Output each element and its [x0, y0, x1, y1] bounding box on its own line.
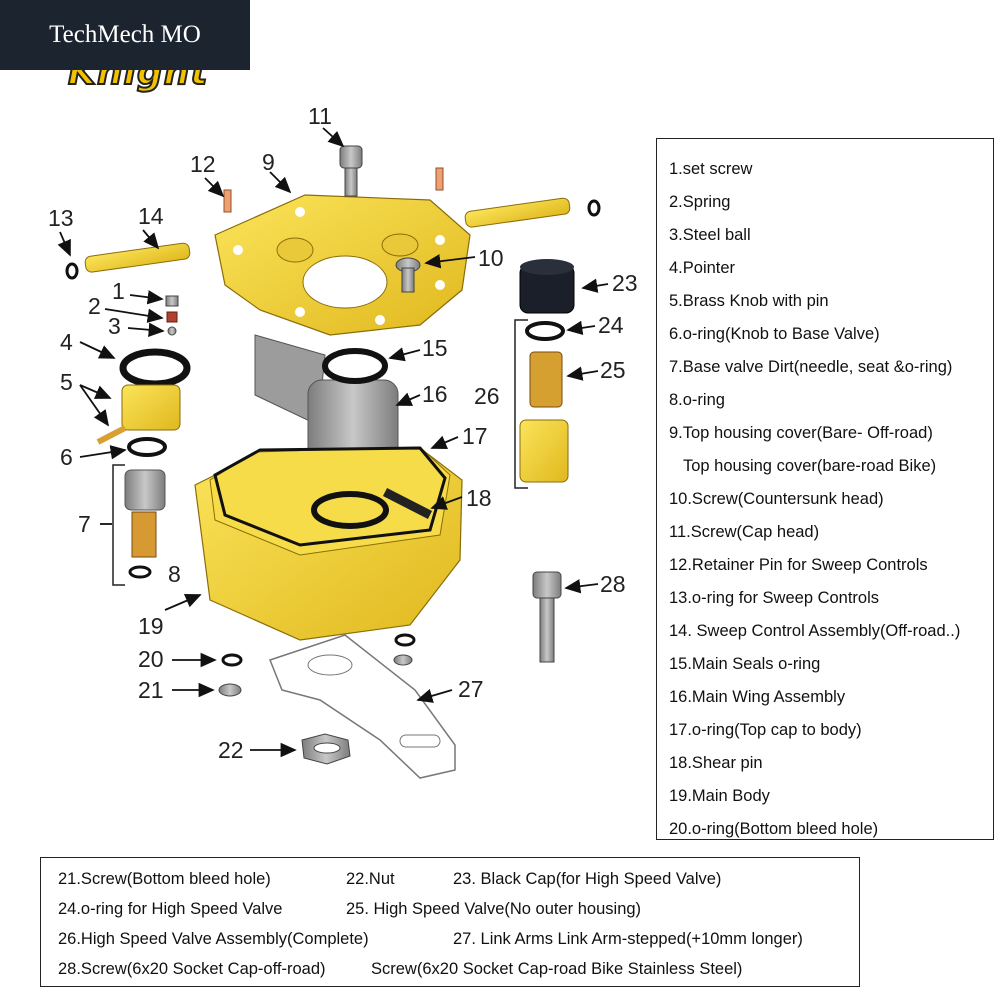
legend-item: 26.High Speed Valve Assembly(Complete): [58, 930, 369, 948]
legend-item: 22.Nut: [346, 870, 395, 888]
callout-17: 17: [462, 423, 488, 449]
callout-5: 5: [60, 369, 73, 395]
legend-item: 14. Sweep Control Assembly(Off-road..): [669, 622, 961, 640]
oring: [65, 262, 79, 280]
callout-numbers: 11 9 12 13 14 10 1 2 3 4 5 6 7 8 15 16 1…: [48, 103, 638, 763]
callout-9: 9: [262, 149, 275, 175]
callout-10: 10: [478, 245, 504, 271]
callout-15: 15: [422, 335, 448, 361]
oring: [221, 653, 243, 667]
legend-item: 15.Main Seals o-ring: [669, 655, 821, 673]
oring: [525, 321, 565, 341]
legend-item: 3.Steel ball: [669, 226, 751, 244]
steel-ball: [167, 326, 177, 336]
legend-item: 4.Pointer: [669, 259, 736, 277]
spring: [166, 311, 178, 323]
legend-item: 11.Screw(Cap head): [669, 523, 820, 541]
callout-23: 23: [612, 270, 638, 296]
legend-item: 27. Link Arms Link Arm-stepped(+10mm lon…: [453, 930, 803, 948]
legend-item: 21.Screw(Bottom bleed hole): [58, 870, 271, 888]
high-speed-valve: [529, 351, 563, 408]
callout-11: 11: [308, 103, 332, 129]
legend-item: 7.Base valve Dirt(needle, seat &o-ring): [669, 358, 953, 376]
legend-item: 18.Shear pin: [669, 754, 763, 772]
parts-legend-right: 1.set screw 2.Spring 3.Steel ball 4.Poin…: [656, 138, 994, 840]
legend-item: 8.o-ring: [669, 391, 725, 409]
callout-18: 18: [466, 485, 492, 511]
legend-item: 6.o-ring(Knob to Base Valve): [669, 325, 880, 343]
legend-item: Top housing cover(bare-road Bike): [683, 457, 937, 475]
pointer: [119, 348, 191, 388]
legend-item: 1.set screw: [669, 160, 753, 178]
legend-item: 12.Retainer Pin for Sweep Controls: [669, 556, 928, 574]
brass-knob: [96, 384, 181, 445]
oring: [127, 437, 167, 457]
parts-legend-bottom: 21.Screw(Bottom bleed hole) 22.Nut 23. B…: [40, 857, 860, 987]
callout-28: 28: [600, 571, 626, 597]
main-body: [194, 446, 463, 641]
callout-14: 14: [138, 203, 164, 229]
bracket: [112, 464, 125, 586]
legend-item: 20.o-ring(Bottom bleed hole): [669, 820, 879, 838]
oring: [587, 199, 601, 217]
callout-24: 24: [598, 312, 624, 338]
callout-25: 25: [600, 357, 626, 383]
base-valve: [124, 469, 166, 558]
cap-head-screw: [339, 145, 363, 197]
legend-item: 25. High Speed Valve(No outer housing): [346, 900, 642, 918]
legend-item: 16.Main Wing Assembly: [669, 688, 846, 706]
callout-19: 19: [138, 613, 164, 639]
set-screw: [165, 295, 179, 307]
callout-26: 26: [474, 383, 500, 409]
callout-12: 12: [190, 151, 216, 177]
countersunk-screw: [395, 257, 421, 293]
black-cap: [519, 259, 575, 314]
sweep-control-assembly: [84, 197, 571, 273]
retainer-pin: [223, 189, 232, 213]
callout-13: 13: [48, 205, 74, 231]
retainer-pin: [435, 167, 444, 191]
callout-1: 1: [112, 278, 125, 304]
legend-item: 13.o-ring for Sweep Controls: [669, 589, 880, 607]
top-housing-cover: [214, 194, 471, 336]
callout-8: 8: [168, 561, 181, 587]
legend-item: 10.Screw(Countersunk head): [669, 490, 884, 508]
legend-item: 9.Top housing cover(Bare- Off-road): [669, 424, 933, 442]
legend-item: 2.Spring: [669, 193, 731, 211]
oring: [311, 491, 389, 529]
high-speed-valve-housing: [519, 419, 569, 483]
bleed-screw: [218, 654, 413, 697]
link-arm: [269, 634, 456, 779]
callout-22: 22: [218, 737, 244, 763]
callout-6: 6: [60, 444, 73, 470]
callout-27: 27: [458, 676, 484, 702]
legend-item: 28.Screw(6x20 Socket Cap-off-road): [58, 960, 326, 978]
legend-item: 19.Main Body: [669, 787, 770, 805]
callout-16: 16: [422, 381, 448, 407]
callout-20: 20: [138, 646, 164, 672]
callout-21: 21: [138, 677, 164, 703]
shear-pin: [382, 487, 433, 520]
legend-item: 17.o-ring(Top cap to body): [669, 721, 862, 739]
oring: [322, 348, 388, 384]
bracket: [514, 319, 528, 489]
legend-item: Screw(6x20 Socket Cap-road Bike Stainles…: [371, 960, 743, 978]
oring: [394, 633, 416, 647]
oring: [128, 565, 152, 579]
callout-3: 3: [108, 313, 121, 339]
watermark: TechMech MO: [0, 0, 250, 70]
socket-cap-screw: [532, 571, 562, 663]
legend-item: 24.o-ring for High Speed Valve: [58, 900, 283, 918]
callout-7: 7: [78, 511, 91, 537]
legend-item: 5.Brass Knob with pin: [669, 292, 829, 310]
callout-2: 2: [88, 293, 101, 319]
callout-arrows: [57, 127, 609, 758]
callout-4: 4: [60, 329, 73, 355]
legend-item: 23. Black Cap(for High Speed Valve): [453, 870, 722, 888]
